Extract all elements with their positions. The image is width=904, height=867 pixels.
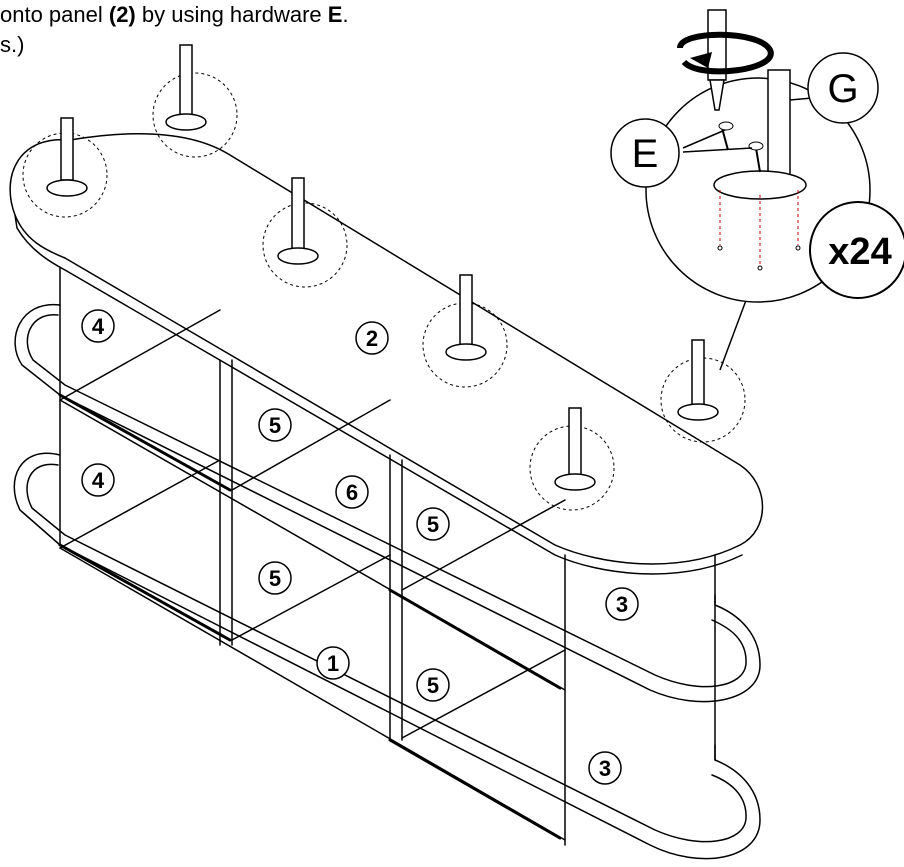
panel-3-top-label: 3	[616, 592, 628, 617]
bottom-shelf-lip-right	[388, 738, 562, 840]
leg-4	[422, 274, 508, 388]
instruction-line-1: onto panel (2) by using hardware E.	[0, 0, 349, 30]
panel-5-c-badge	[258, 561, 292, 595]
panel-5-c-label: 5	[269, 566, 281, 591]
instruction-middle: by using hardware	[135, 2, 328, 27]
middle-shelf-inner	[26, 314, 747, 688]
bottom-shelf-outline	[13, 452, 761, 860]
panel-1-badge	[316, 646, 350, 680]
panel-4-top-label: 4	[92, 314, 105, 339]
panel-2-label: 2	[366, 326, 378, 351]
instruction-line-2: s.)	[0, 32, 25, 57]
legs	[22, 44, 746, 511]
panel-1-label: 1	[327, 651, 339, 676]
bottom-shelf-lip-left	[58, 543, 232, 642]
leg-5	[529, 407, 615, 511]
panel-5-b-label: 5	[427, 512, 439, 537]
back-panel-line-center	[231, 399, 391, 641]
leg-2	[152, 44, 238, 158]
leg-1	[22, 117, 108, 218]
leg-3	[262, 177, 348, 288]
middle-shelf-outline	[14, 303, 761, 703]
instruction-end: .	[342, 2, 349, 27]
panel-5-a-badge	[258, 408, 292, 442]
instruction-prefix: onto panel	[0, 2, 109, 27]
panel-5-d-label: 5	[427, 673, 439, 698]
panel-4-bottom-badge	[81, 463, 115, 497]
bottom-shelf-inner	[26, 463, 747, 843]
back-panel-line-right	[401, 499, 566, 739]
quantity-label: x24	[828, 231, 891, 273]
quantity-badge: x24	[809, 201, 904, 299]
leg-g-badge: G	[807, 52, 879, 124]
middle-shelf-lip-left	[58, 393, 232, 492]
panel-4-top-badge	[81, 309, 115, 343]
panel-6-label: 6	[346, 480, 358, 505]
panel-5-d-badge	[416, 668, 450, 702]
panel-4-bottom-label: 4	[92, 468, 105, 493]
panel-6-badge	[335, 475, 369, 509]
middle-shelf-lip-right	[388, 588, 562, 690]
leg-g-label: G	[827, 67, 858, 111]
panel-reference: (2)	[108, 2, 136, 27]
panel-3-bottom-label: 3	[599, 756, 611, 781]
panel-3-top-badge	[605, 587, 639, 621]
instruction-text: onto panel (2) by using hardware E. s.)	[0, 0, 349, 60]
hardware-e-badge: E	[610, 118, 680, 188]
leg-6	[660, 339, 746, 443]
panel-2-badge	[355, 321, 389, 355]
hardware-reference: E	[327, 2, 343, 27]
hardware-e-label: E	[632, 132, 659, 176]
callout-connector	[719, 294, 749, 371]
panel-5-b-badge	[416, 507, 450, 541]
top-panel	[9, 133, 764, 565]
rotation-arrow-icon	[677, 31, 774, 75]
top-panel-thickness	[14, 214, 743, 575]
panel-5-a-label: 5	[269, 413, 281, 438]
back-panel-line-left-top	[59, 309, 221, 549]
panel-3-bottom-badge	[588, 751, 622, 785]
